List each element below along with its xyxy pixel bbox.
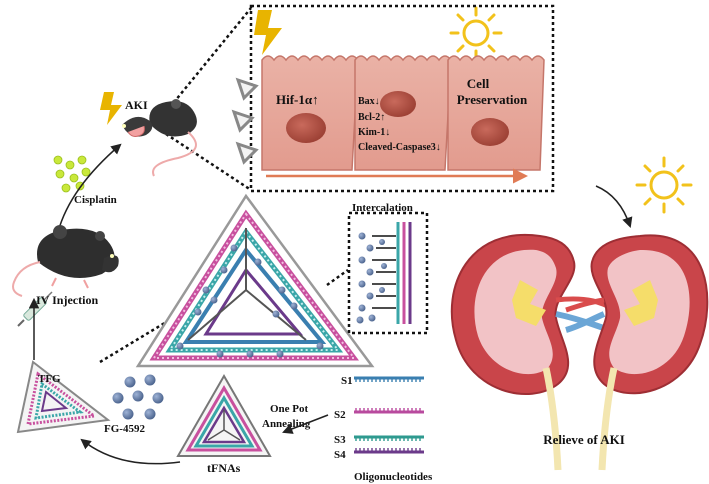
tfna-small-triangle (176, 373, 272, 457)
tubular-cells (261, 55, 545, 184)
mouse-aki (122, 99, 197, 177)
intercalation-dna (356, 222, 412, 324)
strand-s2-label: S2 (334, 409, 346, 421)
cisplatin-dots (53, 155, 91, 193)
sun-icon-top (449, 6, 503, 60)
aki-label: AKI (125, 98, 148, 112)
marker-4: Cleaved-Caspase3↓ (358, 142, 441, 153)
oligonucleotide-strands: S1 S2 S3 S4 (334, 375, 424, 461)
marker-list: Bax↓ Bcl-2↑ Kim-1↓ Cleaved-Caspase3↓ (358, 96, 441, 153)
tfna-small-icons (231, 77, 259, 165)
cell-zoom-frame (249, 4, 555, 193)
one-pot-label-1: One Pot (270, 403, 309, 415)
tfna-large-triangle (135, 193, 375, 368)
cell-3 (447, 55, 545, 171)
preservation-label-2: Preservation (457, 92, 528, 107)
fg4592-dots (112, 374, 164, 420)
kidney-right (565, 234, 709, 471)
strand-s1-label: S1 (341, 375, 353, 387)
arrow-to-aki-mouse (57, 143, 122, 233)
marker-1: Bax↓ (358, 96, 380, 107)
arrow-tfna-to-tfg (80, 438, 181, 465)
lightning-icon-mouse (100, 92, 122, 125)
hif-label: Hif-1α↑ (276, 92, 319, 107)
strand-s3-label: S3 (334, 434, 346, 446)
cisplatin-label: Cisplatin (74, 194, 117, 206)
tfnas-label: tFNAs (207, 461, 241, 475)
arrow-to-kidneys (595, 185, 633, 228)
tfg-label: TFG (38, 373, 61, 385)
cell-2 (354, 55, 452, 171)
tfg-triangle (16, 360, 111, 434)
intercalation-label: Intercalation (352, 202, 413, 214)
kidney-left (450, 233, 618, 471)
arrow-annealing (282, 414, 329, 434)
mouse-injection (12, 225, 119, 297)
preservation-label-1: Cell (467, 76, 490, 91)
strand-s4-label: S4 (334, 449, 346, 461)
iv-injection-label: IV Injection (36, 293, 98, 307)
syringe-icon (17, 291, 53, 327)
relieve-aki-label: Relieve of AKI (543, 432, 625, 447)
sun-icon-right (635, 156, 693, 214)
fg4592-label: FG-4592 (104, 423, 145, 435)
kidneys-illustration (450, 233, 709, 471)
cell-1 (261, 55, 359, 171)
lightning-icon-top (254, 10, 282, 55)
oligonucleotides-label: Oligonucleotides (354, 471, 433, 483)
marker-2: Bcl-2↑ (358, 112, 385, 123)
marker-3: Kim-1↓ (358, 127, 390, 138)
intercalation-frame (347, 211, 429, 335)
